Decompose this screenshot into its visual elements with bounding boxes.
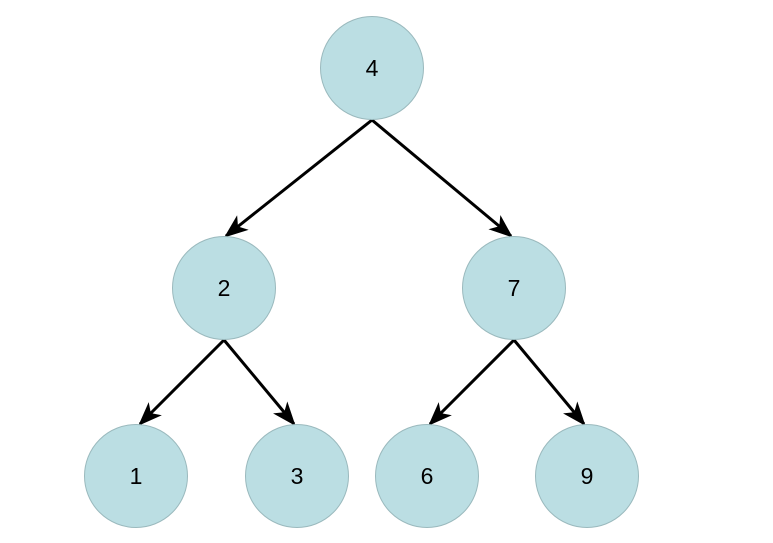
- tree-edge-n4-to-n7: [371, 118, 513, 238]
- tree-edge-n7-to-n9: [512, 339, 586, 426]
- tree-node-label: 3: [290, 462, 304, 489]
- tree-node-label: 9: [580, 462, 594, 489]
- edge-group: [138, 118, 586, 426]
- tree-node-4[interactable]: 4: [320, 16, 424, 120]
- tree-node-7[interactable]: 7: [462, 236, 566, 340]
- tree-node-1[interactable]: 1: [84, 424, 188, 528]
- tree-node-label: 4: [365, 54, 379, 81]
- tree-node-label: 2: [217, 274, 231, 301]
- tree-edge-n2-to-n3: [222, 339, 296, 426]
- tree-edge-n2-to-n1: [138, 338, 226, 426]
- tree-node-3[interactable]: 3: [245, 424, 349, 528]
- tree-node-6[interactable]: 6: [375, 424, 479, 528]
- tree-node-2[interactable]: 2: [172, 236, 276, 340]
- tree-edge-n4-to-n2: [224, 118, 373, 238]
- tree-node-label: 6: [420, 462, 434, 489]
- tree-edge-n7-to-n6: [428, 338, 516, 426]
- tree-node-label: 1: [129, 462, 143, 489]
- tree-node-9[interactable]: 9: [535, 424, 639, 528]
- tree-node-label: 7: [507, 274, 521, 301]
